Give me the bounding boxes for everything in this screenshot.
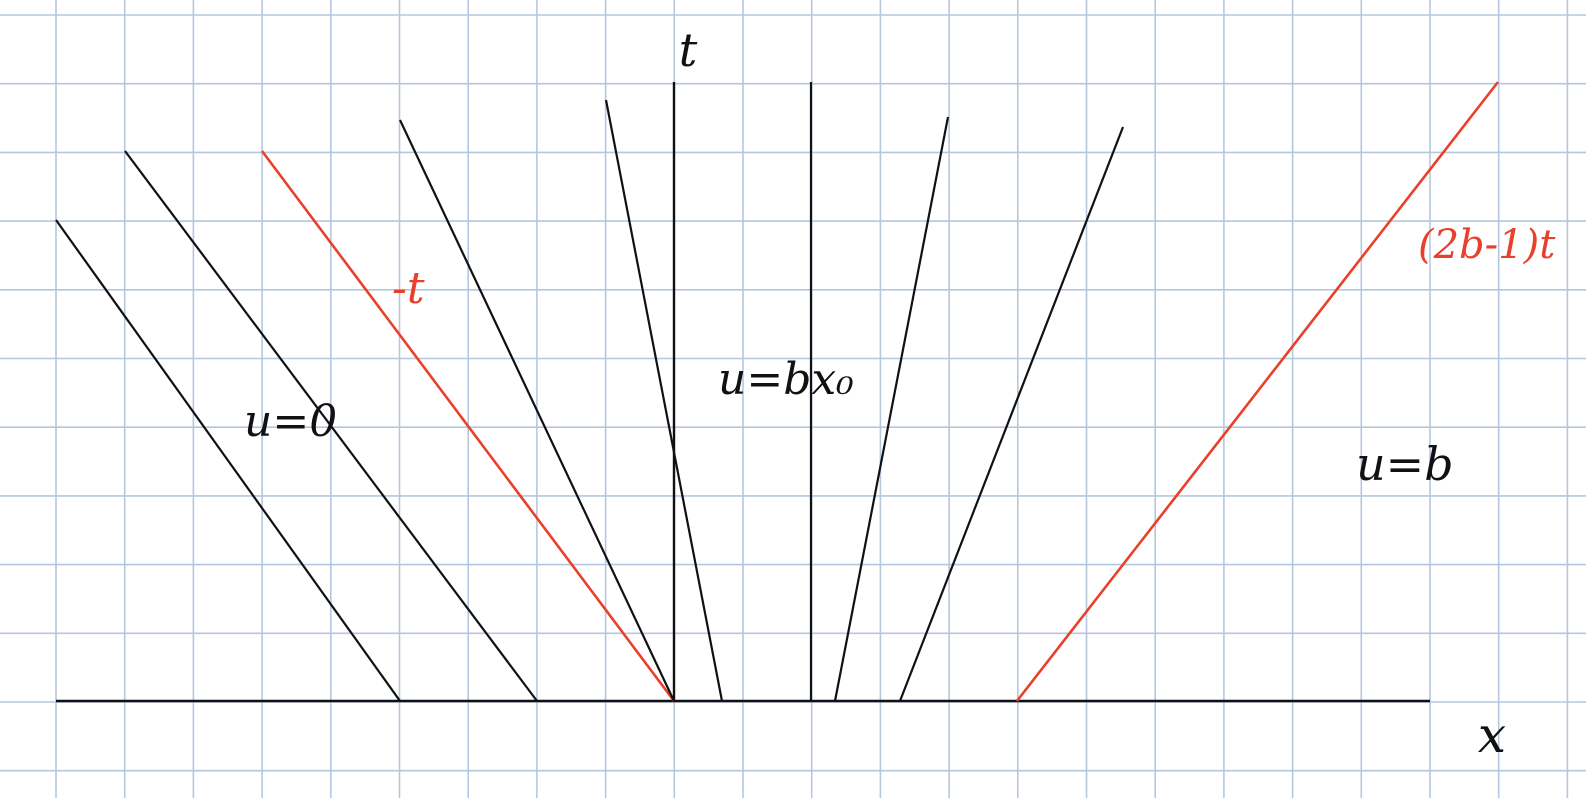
fan-region-label: u=bx₀: [718, 354, 854, 405]
fan-line-1: [399, 119, 675, 702]
left-boundary-label: -t: [392, 263, 425, 314]
t-axis-label: t: [679, 23, 698, 77]
x-axis-label: x: [1478, 706, 1506, 764]
left-region-label: u=0: [244, 396, 337, 447]
characteristic-line-mid-1: [604, 99, 724, 702]
characteristic-line-mid-3: [833, 116, 950, 702]
left-boundary-line: [260, 150, 676, 702]
characteristic-line-mid-4: [898, 126, 1125, 702]
right-boundary-label: (2b-1)t: [1418, 222, 1556, 268]
right-boundary-line: [1015, 81, 1500, 702]
characteristic-line-left-1: [55, 219, 401, 702]
right-region-label: u=b: [1356, 437, 1454, 491]
characteristic-line-left-2: [124, 150, 538, 702]
